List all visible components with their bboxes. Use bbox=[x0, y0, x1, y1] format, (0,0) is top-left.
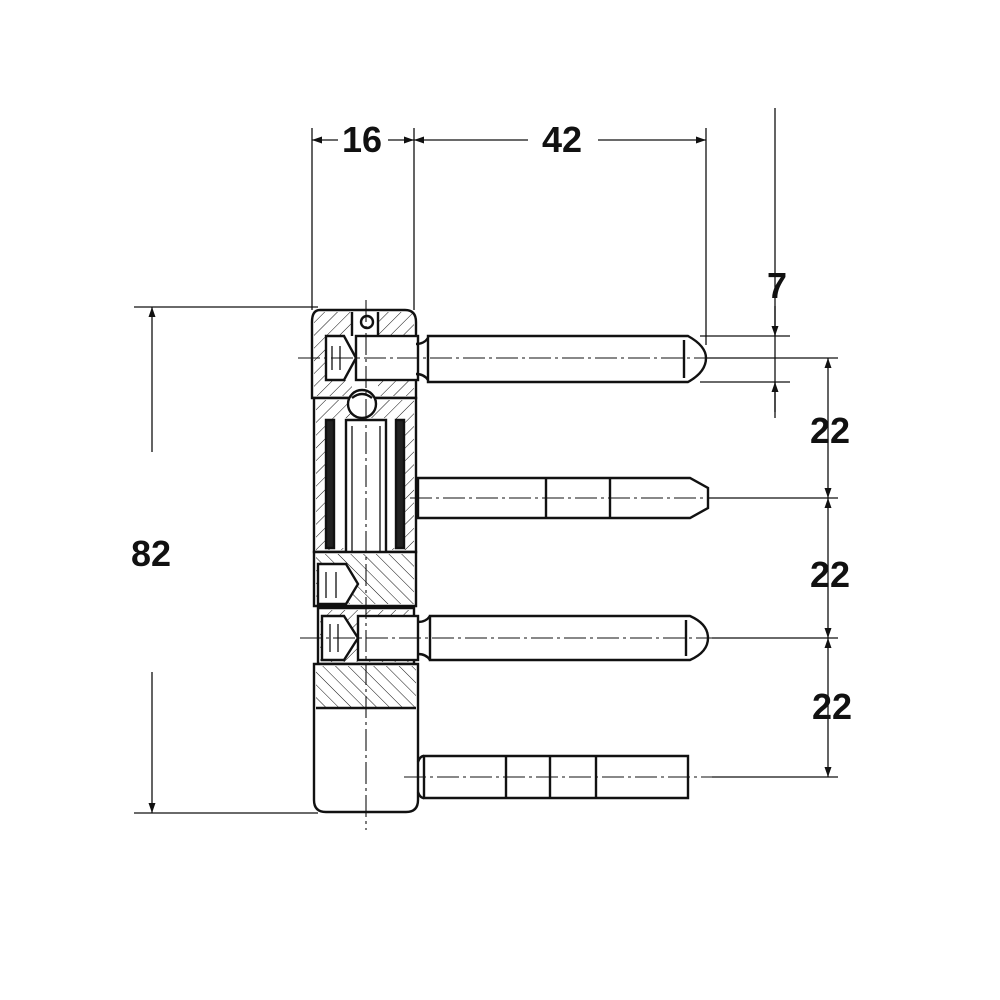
dim-body-width: 16 bbox=[342, 119, 382, 160]
dim-spacing-3: 22 bbox=[812, 686, 852, 727]
dim-spacing-1: 22 bbox=[810, 410, 850, 451]
hinge-pins bbox=[415, 334, 710, 800]
dim-pin-offset: 7 bbox=[767, 265, 787, 306]
extension-lines bbox=[134, 108, 838, 814]
dim-pin-length: 42 bbox=[542, 119, 582, 160]
dimension-lines bbox=[148, 136, 832, 813]
center-lines bbox=[298, 300, 712, 830]
dim-total-height: 82 bbox=[131, 533, 171, 574]
dim-spacing-2: 22 bbox=[810, 554, 850, 595]
hinge-body bbox=[310, 308, 420, 814]
